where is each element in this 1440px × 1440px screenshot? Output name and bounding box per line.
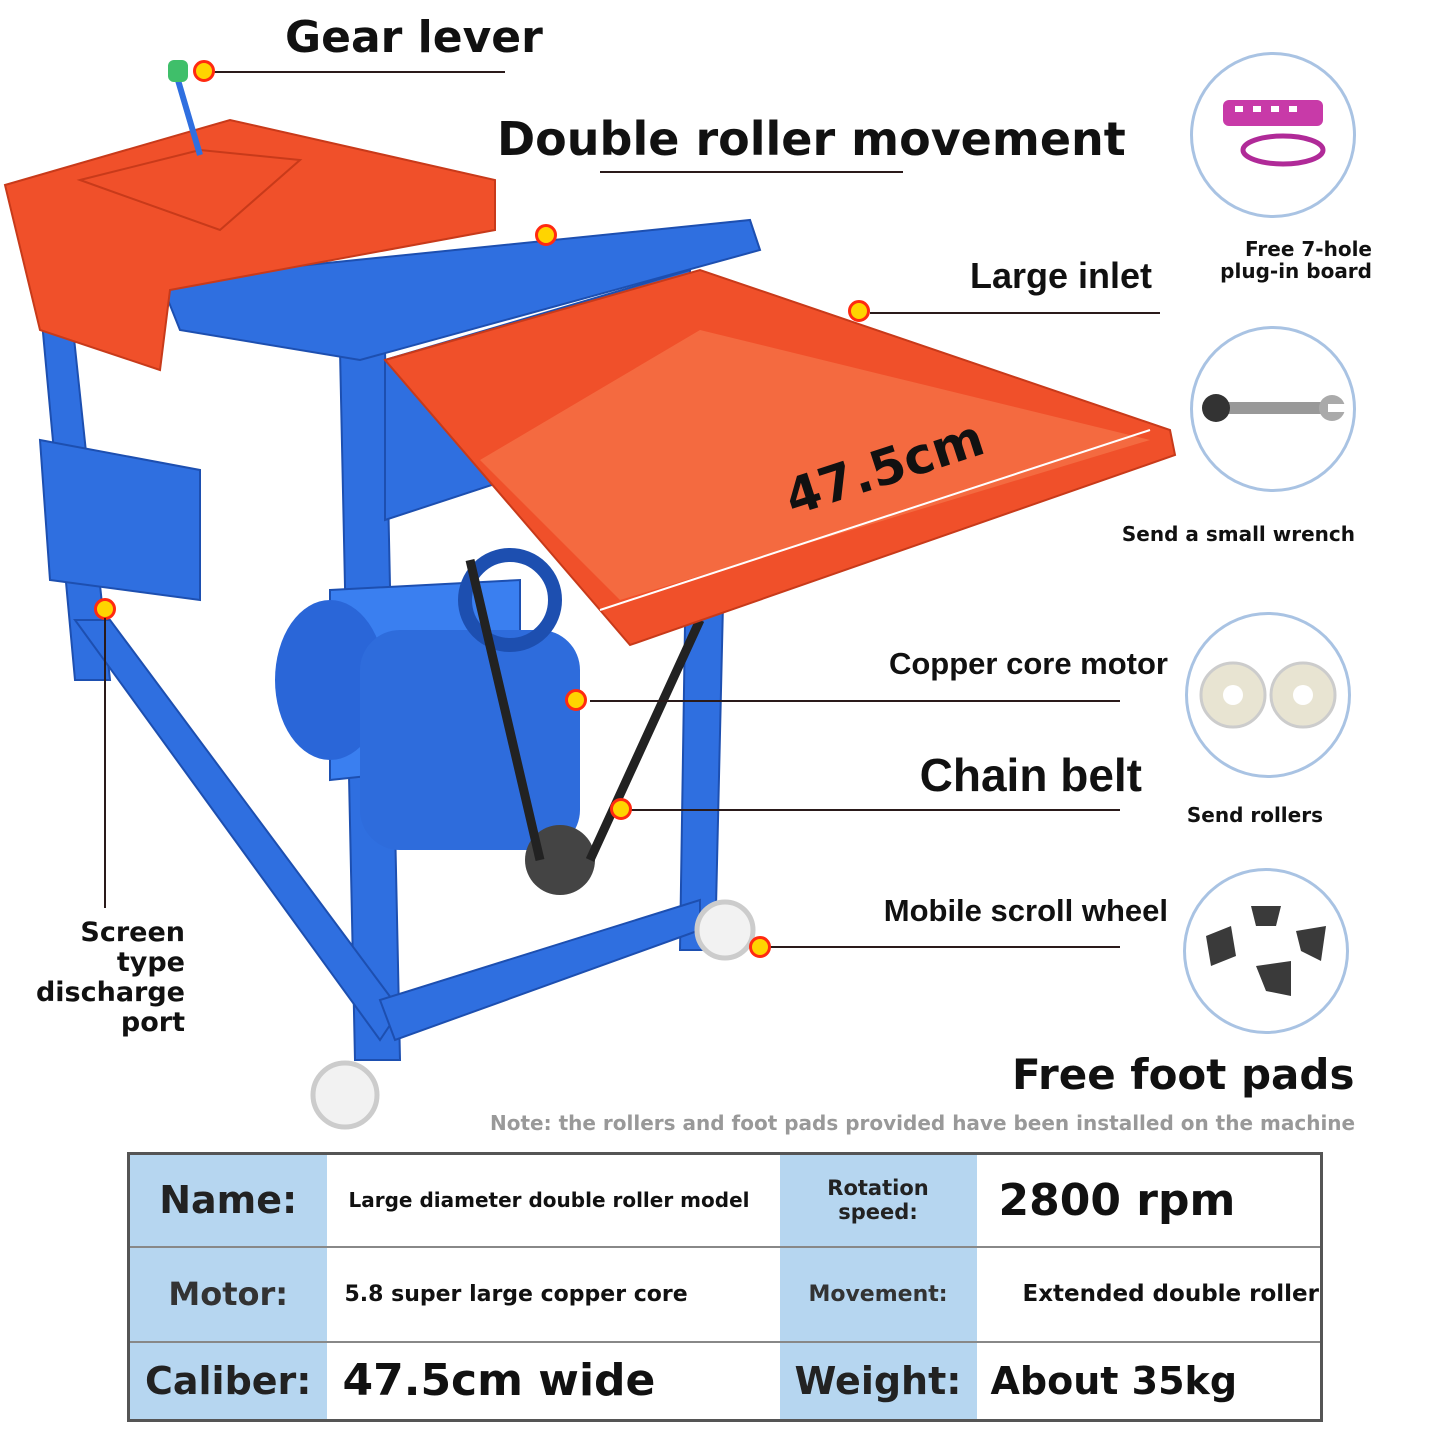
callout-dot-icon <box>565 689 587 711</box>
table-row: Motor: 5.8 super large copper core Movem… <box>128 1246 1322 1343</box>
callout-dot-icon <box>610 798 632 820</box>
callout-dot-icon <box>749 936 771 958</box>
callout-line <box>590 700 1120 702</box>
callout-line <box>104 618 106 908</box>
callout-dot-icon <box>94 598 116 620</box>
foot-pads-icon <box>1183 868 1349 1034</box>
rotation-speed-key: Rotation speed: <box>779 1153 977 1248</box>
motor-value: 5.8 super large copper core <box>326 1246 780 1343</box>
rollers-caption: Send rollers <box>1186 803 1323 827</box>
movement-value: Extended double roller <box>976 1246 1322 1343</box>
name-value: Large diameter double roller model <box>326 1153 780 1248</box>
weight-value: About 35kg <box>990 1358 1238 1403</box>
thresher-machine-illustration <box>3 60 1177 1130</box>
label-line: type <box>116 947 185 978</box>
discharge-port-label: Screen type discharge port <box>30 918 185 1038</box>
callout-dot-icon <box>193 60 215 82</box>
installation-note: Note: the rollers and foot pads provided… <box>490 1111 1356 1135</box>
name-key: Name: <box>128 1153 327 1248</box>
copper-motor-label: Copper core motor <box>888 646 1168 681</box>
callout-dot-icon <box>535 224 557 246</box>
callout-line <box>630 809 1120 811</box>
wrench-icon <box>1190 326 1356 492</box>
plug-board-caption: Free 7-hole plug-in board <box>1180 238 1372 282</box>
weight-key: Weight: <box>779 1341 977 1421</box>
table-row: Name: Large diameter double roller model… <box>128 1153 1322 1248</box>
callout-line <box>600 171 903 173</box>
callout-line <box>770 946 1120 948</box>
foot-pads-caption: Free foot pads <box>1012 1050 1355 1099</box>
motor-key: Motor: <box>128 1246 327 1343</box>
callout-line <box>870 312 1160 314</box>
rotation-speed-value: 2800 rpm <box>976 1153 1322 1248</box>
callout-dot-icon <box>848 300 870 322</box>
gear-lever-label: Gear lever <box>285 12 543 63</box>
label-line: Screen <box>80 917 185 948</box>
callout-line <box>210 71 505 73</box>
rollers-icon <box>1185 612 1351 778</box>
chain-belt-label: Chain belt <box>919 749 1142 801</box>
wrench-caption: Send a small wrench <box>1121 522 1355 546</box>
caption-line: plug-in board <box>1220 259 1372 283</box>
double-roller-label: Double roller movement <box>497 112 1126 166</box>
spec-table: Name: Large diameter double roller model… <box>127 1152 1323 1422</box>
large-inlet-label: Large inlet <box>969 255 1152 296</box>
table-row: Caliber: 47.5cm wide Weight: About 35kg <box>128 1341 1322 1421</box>
caption-line: Free 7-hole <box>1245 237 1372 261</box>
label-line: port <box>120 1007 185 1038</box>
caliber-key: Caliber: <box>128 1341 327 1421</box>
label-line: discharge <box>35 977 185 1008</box>
scroll-wheel-label: Mobile scroll wheel <box>883 893 1168 928</box>
caliber-value: 47.5cm wide <box>342 1355 656 1407</box>
power-strip-icon <box>1190 52 1356 218</box>
movement-key: Movement: <box>779 1246 977 1343</box>
